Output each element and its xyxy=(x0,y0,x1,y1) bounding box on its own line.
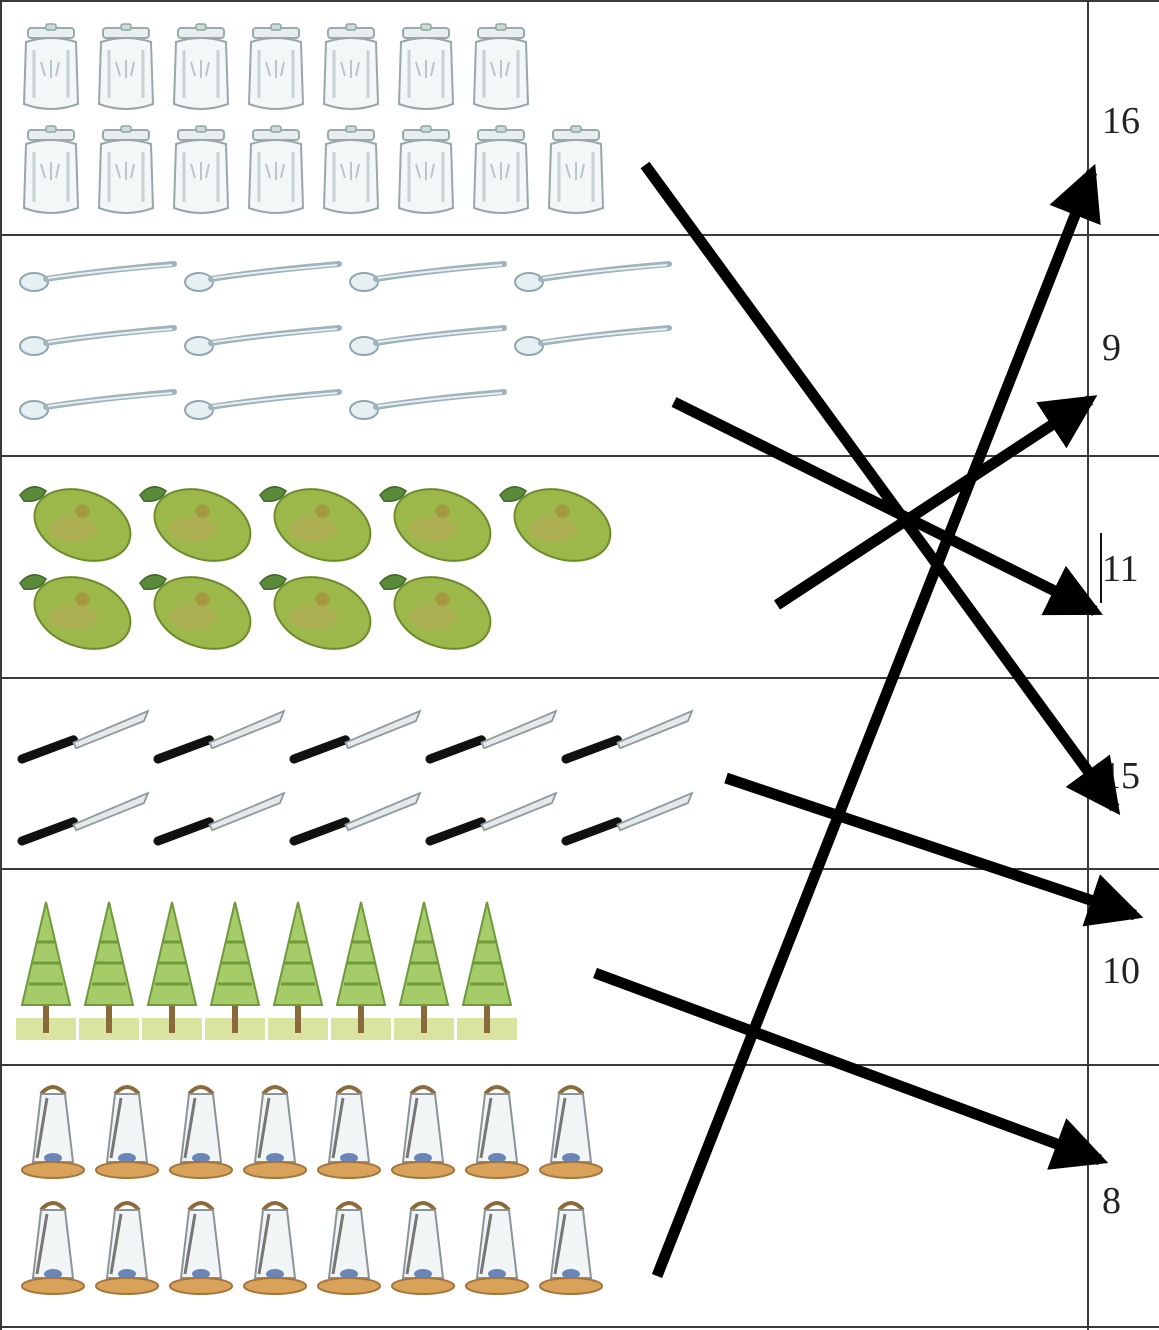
tree-icon xyxy=(268,901,328,1040)
lantern-icon xyxy=(243,1201,307,1295)
jar-icon xyxy=(322,125,380,214)
row-divider xyxy=(0,455,1159,457)
spoon-icon xyxy=(184,325,342,356)
lantern-icon xyxy=(169,1201,233,1295)
lantern-group xyxy=(0,1066,1088,1326)
spoon-icon xyxy=(19,389,177,420)
row-jars xyxy=(0,2,1088,234)
row-lanterns xyxy=(0,1066,1088,1326)
jar-icon xyxy=(172,125,230,214)
number-label: 16 xyxy=(1102,100,1140,142)
pear-icon xyxy=(379,486,492,562)
pear-icon xyxy=(259,486,372,562)
jar-icon xyxy=(22,125,80,214)
spoon-icon xyxy=(19,261,177,292)
pear-group xyxy=(0,457,1088,677)
number-label: 9 xyxy=(1102,327,1121,369)
text-cursor-mark xyxy=(1100,533,1102,603)
pear-icon xyxy=(499,486,612,562)
jar-icon xyxy=(247,125,305,214)
knife-icon xyxy=(289,791,422,846)
spoon-group xyxy=(0,236,1088,455)
tree-icon xyxy=(331,901,391,1040)
pear-icon xyxy=(19,574,132,650)
jar-icon xyxy=(97,23,155,110)
pear-icon xyxy=(259,574,372,650)
pear-icon xyxy=(139,574,252,650)
left-border xyxy=(0,0,2,1330)
lantern-icon xyxy=(465,1085,529,1179)
tree-icon xyxy=(394,901,454,1040)
lantern-icon xyxy=(169,1085,233,1179)
knife-icon xyxy=(17,709,150,764)
knife-icon xyxy=(561,791,694,846)
row-divider xyxy=(0,868,1159,870)
row-divider xyxy=(0,677,1159,679)
tree-icon xyxy=(142,901,202,1040)
pear-icon xyxy=(19,486,132,562)
lantern-icon xyxy=(95,1201,159,1295)
row-knives xyxy=(0,679,1088,868)
jar-icon xyxy=(547,125,605,214)
number-label: 8 xyxy=(1102,1180,1121,1222)
spoon-icon xyxy=(19,325,177,356)
spoon-icon xyxy=(349,389,507,420)
row-divider xyxy=(0,1064,1159,1066)
spoon-icon xyxy=(349,261,507,292)
lantern-icon xyxy=(391,1085,455,1179)
row-divider xyxy=(0,234,1159,236)
spoon-icon xyxy=(184,389,342,420)
knife-icon xyxy=(153,709,286,764)
lantern-icon xyxy=(317,1085,381,1179)
row-pears xyxy=(0,457,1088,677)
jar-icon xyxy=(397,125,455,214)
tree-icon xyxy=(205,901,265,1040)
pear-icon xyxy=(139,486,252,562)
knife-icon xyxy=(153,791,286,846)
lantern-icon xyxy=(539,1085,603,1179)
number-label: 10 xyxy=(1102,950,1140,992)
jar-icon xyxy=(172,23,230,110)
jar-group xyxy=(0,2,1088,234)
spoon-icon xyxy=(514,325,672,356)
tree-icon xyxy=(457,901,517,1040)
jar-icon xyxy=(22,23,80,110)
tree-group xyxy=(0,870,1088,1064)
lantern-icon xyxy=(465,1201,529,1295)
lantern-icon xyxy=(391,1201,455,1295)
spoon-icon xyxy=(514,261,672,292)
jar-icon xyxy=(472,125,530,214)
knife-icon xyxy=(425,709,558,764)
knife-icon xyxy=(561,709,694,764)
knife-icon xyxy=(17,791,150,846)
spoon-icon xyxy=(349,325,507,356)
row-spoons xyxy=(0,236,1088,455)
lantern-icon xyxy=(243,1085,307,1179)
jar-icon xyxy=(472,23,530,110)
knife-icon xyxy=(425,791,558,846)
bottom-border xyxy=(0,1326,1159,1328)
lantern-icon xyxy=(95,1085,159,1179)
jar-icon xyxy=(322,23,380,110)
row-trees xyxy=(0,870,1088,1064)
jar-icon xyxy=(247,23,305,110)
spoon-icon xyxy=(184,261,342,292)
lantern-icon xyxy=(317,1201,381,1295)
top-border xyxy=(0,0,1159,2)
knife-icon xyxy=(289,709,422,764)
pear-icon xyxy=(379,574,492,650)
lantern-icon xyxy=(539,1201,603,1295)
tree-icon xyxy=(16,901,76,1040)
jar-icon xyxy=(397,23,455,110)
knife-group xyxy=(0,679,1088,868)
number-label: 15 xyxy=(1102,755,1140,797)
lantern-icon xyxy=(21,1201,85,1295)
jar-icon xyxy=(97,125,155,214)
lantern-icon xyxy=(21,1085,85,1179)
tree-icon xyxy=(79,901,139,1040)
